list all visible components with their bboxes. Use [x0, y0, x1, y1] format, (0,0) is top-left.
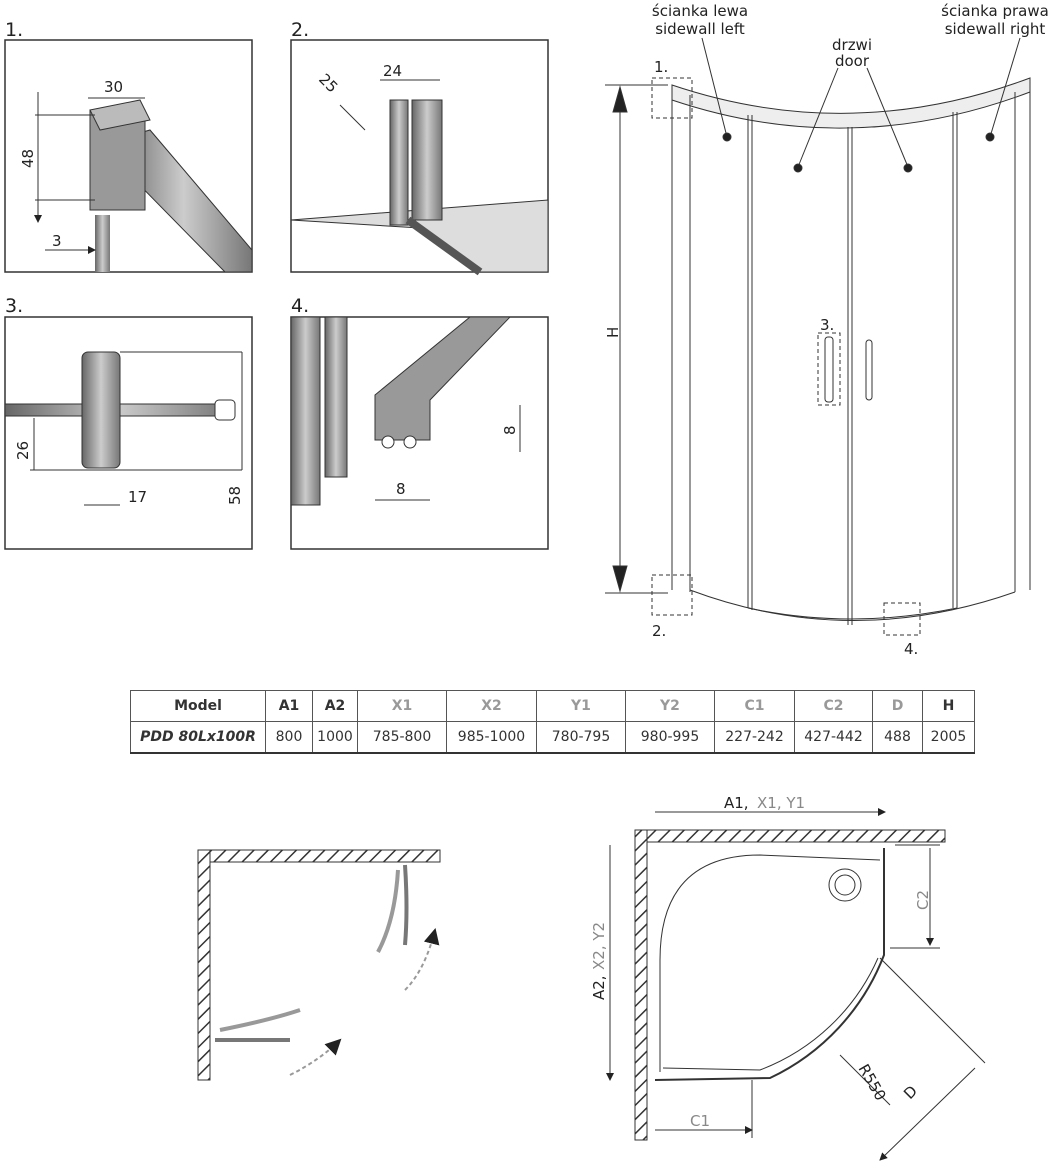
detail-2-label: 2. [291, 19, 309, 41]
plan-c1-label: C1 [690, 1112, 710, 1130]
header-c2: C2 [794, 690, 873, 722]
cell-a1: 800 [265, 721, 313, 754]
cell-x2: 985-1000 [446, 721, 537, 754]
shower-elevation [605, 37, 1031, 636]
plan-diagram [606, 808, 986, 1161]
dim-8-width: 8 [396, 480, 406, 498]
elevation-labels: ścianka lewa sidewall left drzwi door śc… [604, 2, 1049, 658]
sidewall-left-pl: ścianka lewa [652, 2, 748, 20]
plan-x2-y2-label: X2, Y2 [590, 922, 608, 970]
marker-1: 1. [654, 58, 668, 76]
sidewall-right-en: sidewall right [945, 20, 1046, 38]
dim-30: 30 [104, 78, 123, 96]
header-model: Model [130, 690, 266, 722]
header-d: D [872, 690, 923, 722]
detail-3: 3. 26 17 58 [4, 295, 253, 550]
marker-2: 2. [652, 622, 666, 640]
table-header-row: Model A1 A2 X1 X2 Y1 Y2 C1 C2 D H [130, 690, 975, 722]
dim-26: 26 [14, 441, 32, 460]
door-opening-diagram [197, 849, 441, 1081]
door-en: door [835, 52, 870, 70]
cell-model: PDD 80Lx100R [130, 721, 266, 754]
cell-x1: 785-800 [357, 721, 447, 754]
plan-x1-y1-label: X1, Y1 [757, 794, 805, 812]
cell-a2: 1000 [312, 721, 358, 754]
sidewall-right-pl: ścianka prawa [941, 2, 1049, 20]
detail-1: 1. 30 48 3 [4, 19, 253, 273]
detail-3-label: 3. [5, 295, 23, 317]
cell-y2: 980-995 [625, 721, 715, 754]
dim-58: 58 [226, 486, 244, 505]
header-a1: A1 [265, 690, 313, 722]
dim-3: 3 [52, 232, 62, 250]
dim-24: 24 [383, 62, 402, 80]
plan-a1-label: A1, [724, 794, 749, 812]
dim-17: 17 [128, 488, 147, 506]
detail-4-label: 4. [291, 295, 309, 317]
detail-1-label: 1. [5, 19, 23, 41]
cell-c1: 227-242 [714, 721, 795, 754]
table-row: PDD 80Lx100R 800 1000 785-800 985-1000 7… [130, 721, 975, 754]
dim-8-height: 8 [501, 425, 519, 435]
header-c1: C1 [714, 690, 795, 722]
header-y2: Y2 [625, 690, 715, 722]
header-y1: Y1 [536, 690, 626, 722]
header-x1: X1 [357, 690, 447, 722]
marker-4: 4. [904, 640, 918, 658]
cell-c2: 427-442 [794, 721, 873, 754]
header-a2: A2 [312, 690, 358, 722]
sidewall-left-en: sidewall left [655, 20, 745, 38]
plan-a2-label: A2, [590, 975, 608, 1000]
dim-48: 48 [19, 149, 37, 168]
height-label: H [604, 327, 622, 338]
cell-y1: 780-795 [536, 721, 626, 754]
cell-d: 488 [872, 721, 923, 754]
header-h: H [922, 690, 975, 722]
plan-d-label: D [900, 1082, 921, 1103]
cell-h: 2005 [922, 721, 975, 754]
detail-4: 4. 8 8 [290, 295, 549, 550]
marker-3: 3. [820, 316, 834, 334]
plan-c2-label: C2 [914, 890, 932, 910]
detail-2: 2. 24 25 [290, 19, 549, 276]
door-pl: drzwi [832, 36, 872, 54]
spec-table: Model A1 A2 X1 X2 Y1 Y2 C1 C2 D H PDD 80… [130, 690, 975, 754]
header-x2: X2 [446, 690, 537, 722]
plan-radius-label: R550 [855, 1061, 890, 1104]
